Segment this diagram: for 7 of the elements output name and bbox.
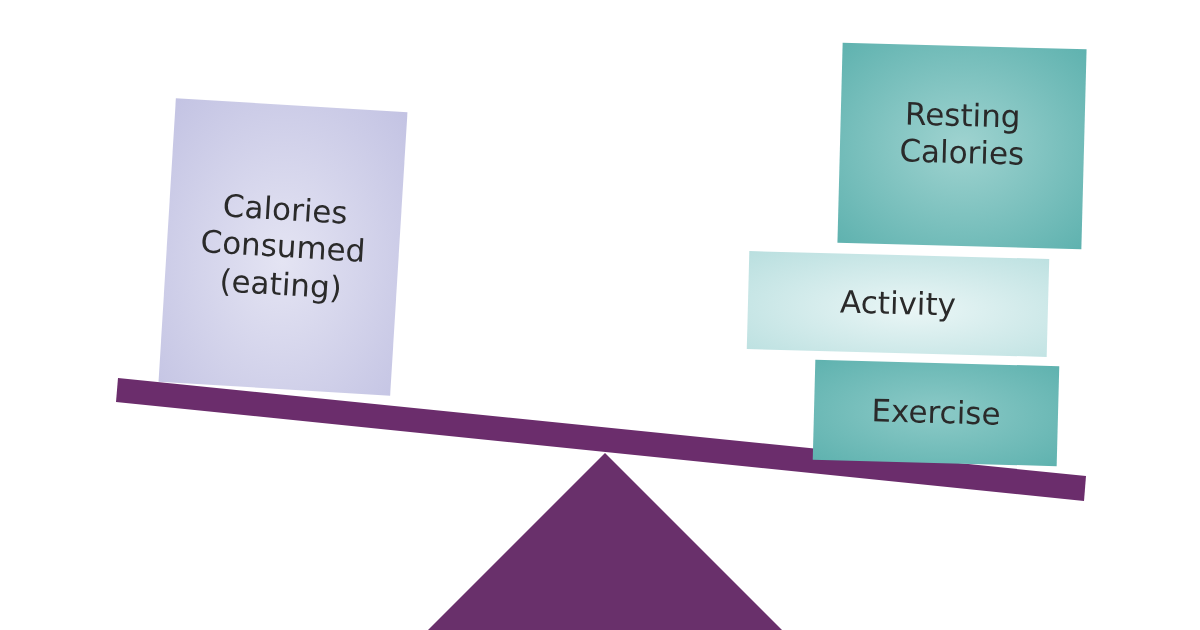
- block-label: Resting Calories: [898, 94, 1026, 174]
- block-label: Exercise: [871, 392, 1001, 434]
- block-label: Activity: [839, 283, 957, 325]
- weight-block: [812, 359, 1060, 467]
- weight-block: [746, 251, 1050, 357]
- weight-block: [837, 42, 1087, 250]
- block-label: Calories Consumed (eating): [198, 186, 368, 308]
